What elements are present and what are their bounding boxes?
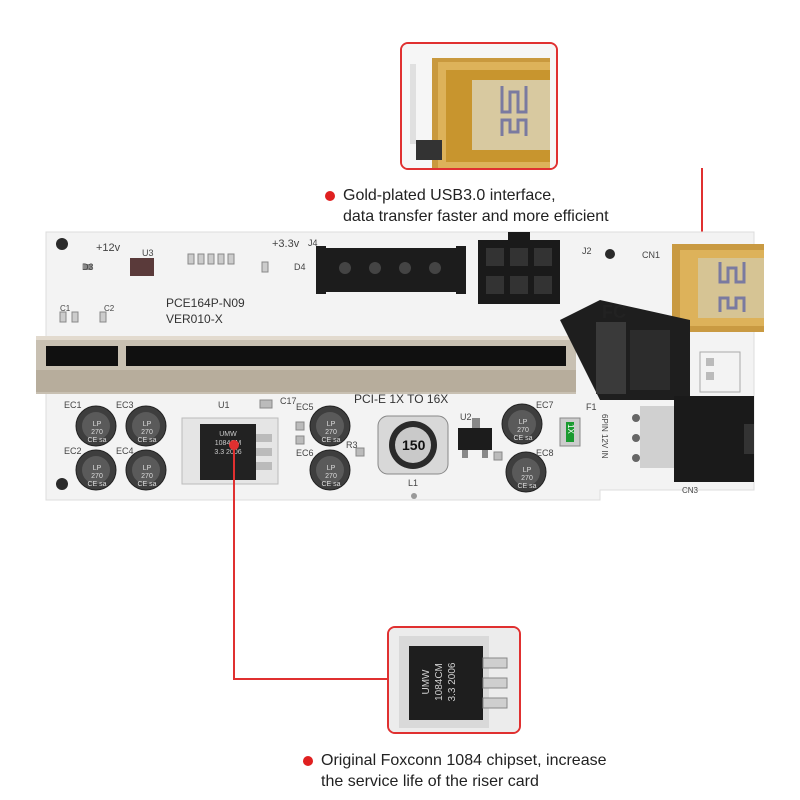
label-c2: C2: [104, 304, 115, 313]
label-ec4: EC4: [116, 446, 134, 456]
label-c1: C1: [60, 304, 71, 313]
bullet-dot: [325, 191, 335, 201]
label-ec8: EC8: [536, 448, 554, 458]
label-ec6: EC6: [296, 448, 314, 458]
label-l1: L1: [408, 478, 419, 488]
label-c17: C17: [280, 396, 297, 406]
chip-spec-small: 3.3 2006: [214, 449, 242, 456]
board-version: VER010-X: [166, 312, 223, 326]
fuse-marking: 1X: [566, 424, 575, 434]
label-ec5: EC5: [296, 402, 314, 412]
chip-part: 1084CM: [434, 663, 445, 701]
inductor-marking: 150: [402, 437, 426, 453]
label-6pin: 6PIN 12V IN: [600, 414, 609, 459]
cap-marking: LP 270 CE sa: [87, 421, 107, 444]
board-model: PCE164P-N09: [166, 296, 245, 310]
label-u3: U3: [142, 248, 154, 258]
label-12v: +12v: [96, 242, 121, 254]
chip-brand-small: UMW: [219, 431, 237, 438]
chip-zoom-image: [389, 628, 519, 732]
label-33v: +3.3v: [272, 238, 300, 250]
cap-marking: LP 270 CE sa: [517, 467, 537, 490]
cap-marking: LP 270 CE sa: [87, 465, 107, 488]
pcie-label: PCI-E 1X TO 16X: [354, 392, 449, 406]
usb-port-zoom-image: [402, 44, 556, 168]
label-j4: J4: [308, 238, 318, 248]
label-j2: J2: [582, 246, 592, 256]
chip-callout-line-horizontal: [233, 678, 389, 680]
cap-marking: LP 270 CE sa: [321, 465, 341, 488]
chip-brand: UMW: [421, 669, 432, 695]
usb-caption-line2: data transfer faster and more efficient: [343, 208, 609, 225]
bullet-dot: [303, 756, 313, 766]
usb-zoom-callout: [400, 42, 558, 170]
chip-caption: Original Foxconn 1084 chipset, increase …: [303, 750, 607, 792]
label-cn1: CN1: [642, 250, 661, 260]
chip-spec: 3.3 2006: [447, 662, 458, 702]
label-ec1: EC1: [64, 400, 82, 410]
usb-caption: Gold-plated USB3.0 interface, data trans…: [325, 185, 609, 227]
cap-marking: LP 270 CE sa: [513, 419, 533, 442]
chip-callout-line-vertical: [233, 448, 235, 680]
label-r3: R3: [346, 440, 358, 450]
label-ec2: EC2: [64, 446, 82, 456]
chip-zoom-callout: UMW 1084CM 3.3 2006: [387, 626, 521, 734]
cap-marking: LP 270 CE sa: [137, 421, 157, 444]
label-u2: U2: [460, 412, 472, 422]
cap-marking: LP 270 CE sa: [321, 421, 341, 444]
chip-caption-line1: Original Foxconn 1084 chipset, increase: [321, 752, 607, 769]
chip-pointer: [229, 440, 239, 450]
chip-marking-zoom: UMW 1084CM 3.3 2006: [420, 649, 459, 715]
label-ec3: EC3: [116, 400, 134, 410]
label-cn3: CN3: [682, 486, 699, 495]
label-d3: D3: [82, 262, 94, 272]
label-ec7: EC7: [536, 400, 554, 410]
label-d4: D4: [294, 262, 306, 272]
cap-marking: LP 270 CE sa: [137, 465, 157, 488]
label-u1: U1: [218, 400, 230, 410]
svg-text:FC: FC: [602, 302, 626, 322]
chip-part-small: 1084CM: [214, 440, 242, 447]
usb-caption-line1: Gold-plated USB3.0 interface,: [343, 187, 556, 204]
chip-marking-board: UMW 1084CM 3.3 2006: [204, 430, 252, 457]
label-f1: F1: [586, 402, 597, 412]
chip-caption-line2: the service life of the riser card: [321, 773, 539, 790]
usb-callout-line: [701, 168, 703, 272]
